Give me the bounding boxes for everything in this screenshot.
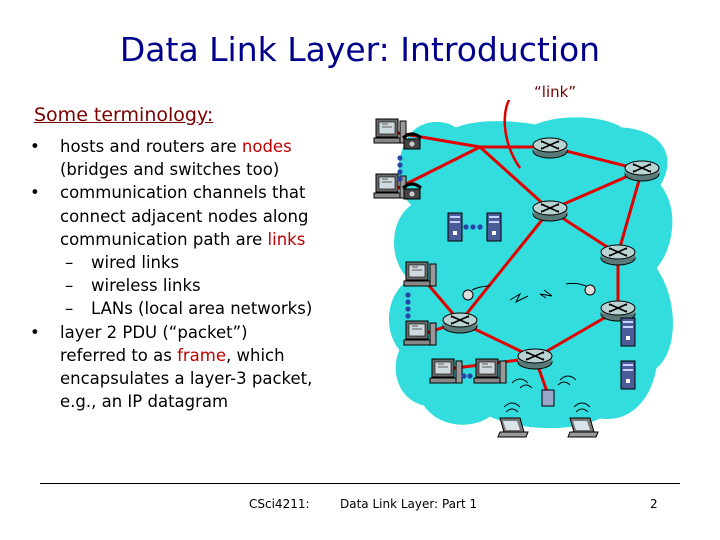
bullet-list: • hosts and routers are nodes (bridges a… xyxy=(26,135,356,413)
nodes-term: nodes xyxy=(241,137,292,156)
bullet-continuation: referred to as frame, which xyxy=(26,344,356,367)
bullet-dot: • xyxy=(30,322,40,342)
server-icon xyxy=(620,317,636,347)
link-label: “link” xyxy=(534,83,577,101)
sub-bullet-text: LANs (local area networks) xyxy=(91,299,313,319)
ellipsis-dot xyxy=(463,224,469,230)
server-icon xyxy=(447,212,463,242)
bullet-item: • communication channels that xyxy=(26,181,356,204)
pc-icon xyxy=(403,261,437,287)
bullet-text: communication path are xyxy=(60,229,268,249)
bullet-text: encapsulates a layer-3 packet, xyxy=(60,369,313,389)
bullet-continuation: connect adjacent nodes along xyxy=(26,205,356,228)
sub-bullet-text: wireless links xyxy=(91,276,201,296)
router-icon xyxy=(442,312,478,334)
sub-bullet-item: – wireless links xyxy=(26,274,356,297)
sub-bullet-item: – wired links xyxy=(26,251,356,274)
bullet-text: layer 2 PDU (“packet”) xyxy=(60,322,248,342)
ellipsis-dot xyxy=(461,373,467,379)
bullet-item: • layer 2 PDU (“packet”) xyxy=(26,321,356,344)
wireless-waves xyxy=(511,375,577,389)
bullet-text: e.g., an IP datagram xyxy=(60,392,229,412)
wireless-link xyxy=(462,282,596,304)
sub-bullet-item: – LANs (local area networks) xyxy=(26,297,356,320)
router-icon xyxy=(624,160,660,182)
bullet-text: (bridges and switches too) xyxy=(60,160,280,180)
bullet-dot: • xyxy=(30,183,40,203)
router-icon xyxy=(600,244,636,266)
bullet-text: , which xyxy=(226,345,285,365)
network-diagram xyxy=(373,100,673,438)
footer-divider xyxy=(40,483,680,484)
pc-icon xyxy=(373,118,407,144)
router-icon xyxy=(532,137,568,159)
router-icon xyxy=(517,348,553,370)
links-term: links xyxy=(267,229,306,249)
frame-term: frame xyxy=(177,345,227,365)
server-icon xyxy=(486,212,502,242)
bullet-continuation: communication path are links xyxy=(26,228,356,251)
bullet-item: • hosts and routers are nodes xyxy=(26,135,356,158)
access-point-icon xyxy=(541,389,555,407)
bullet-continuation: encapsulates a layer-3 packet, xyxy=(26,367,356,390)
router-icon xyxy=(532,200,568,222)
bullet-continuation: (bridges and switches too) xyxy=(26,158,356,181)
sub-bullet-dash: – xyxy=(65,253,74,273)
bullet-text: hosts and routers are xyxy=(60,137,242,156)
bullet-text: communication channels that xyxy=(60,183,306,203)
footer-course: CSci4211: xyxy=(249,497,310,511)
ellipsis-dot xyxy=(467,373,473,379)
sub-bullet-text: wired links xyxy=(91,253,180,273)
link-pointer xyxy=(503,100,522,169)
slide-title: Data Link Layer: Introduction xyxy=(119,30,601,69)
server-icon xyxy=(620,360,636,390)
ellipsis-dot xyxy=(470,224,476,230)
pc-icon xyxy=(473,358,507,384)
bullet-text: connect adjacent nodes along xyxy=(60,206,309,226)
bullet-dot: • xyxy=(30,137,40,156)
pc-icon xyxy=(403,320,437,346)
bullet-text: referred to as xyxy=(60,345,178,365)
subtitle: Some terminology: xyxy=(34,104,214,126)
page-number: 2 xyxy=(650,497,658,511)
ellipsis-dot xyxy=(477,224,483,230)
footer-topic: Data Link Layer: Part 1 xyxy=(340,497,478,511)
pc-icon xyxy=(429,358,463,384)
sub-bullet-dash: – xyxy=(65,299,74,319)
bullet-continuation: e.g., an IP datagram xyxy=(26,390,356,413)
sub-bullet-dash: – xyxy=(65,276,74,296)
